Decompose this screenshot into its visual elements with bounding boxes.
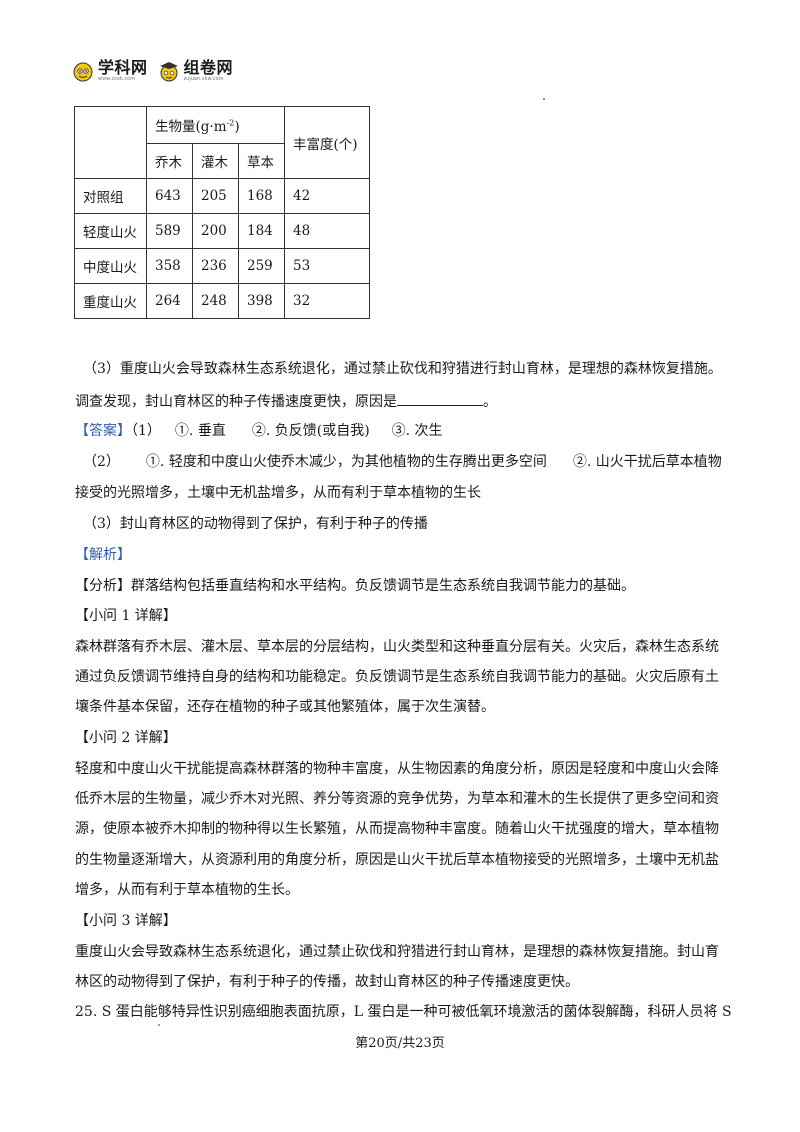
analysis-tag: 【解析】 — [75, 547, 131, 563]
graduate-mascot-icon — [159, 62, 178, 82]
cell: 42 — [284, 178, 370, 214]
q2-heading: 【小问 2 详解】 — [75, 730, 177, 746]
stray-mark — [158, 1024, 160, 1026]
richness-header: 丰富度(个) — [284, 106, 370, 179]
shrub-header: 灌木 — [192, 143, 239, 179]
q3-heading: 【小问 3 详解】 — [75, 913, 177, 929]
cell: 259 — [238, 248, 285, 284]
logo-url: www.zxxk.com — [98, 76, 136, 82]
q2-line: 的生物量逐渐增大，从资源利用的角度分析，原因是山火干扰后草本植物接受的光照增多，… — [75, 852, 719, 868]
next-question: 25. S 蛋白能够特异性识别癌细胞表面抗原，L 蛋白是一种可被低氧环境激活的菌… — [75, 1004, 732, 1020]
question-line-1: （3）重度山火会导致森林生态系统退化，通过禁止砍伐和狩猎进行封山育林，是理想的森… — [83, 361, 722, 377]
cell: 200 — [192, 213, 239, 249]
table-row: 中度山火 358 236 259 53 — [74, 248, 370, 284]
page-number: 第20页/共23页 — [355, 1036, 445, 1051]
cell: 168 — [238, 178, 285, 214]
answer-tag: 【答案】 — [75, 423, 131, 439]
tree-header: 乔木 — [146, 143, 193, 179]
table-row: 重度山火 264 248 398 32 — [74, 283, 370, 319]
row-label: 轻度山火 — [74, 213, 147, 249]
cell: 184 — [238, 213, 285, 249]
answer-line-3: 接受的光照增多，土壤中无机盐增多，从而有利于草本植物的生长 — [75, 485, 481, 501]
cell: 32 — [284, 283, 370, 319]
cell: 398 — [238, 283, 285, 319]
biomass-header: 生物量(g·m-2) — [146, 106, 285, 144]
cell: 236 — [192, 248, 239, 284]
stray-dot — [543, 98, 545, 100]
q1-line: 壤条件基本保留，还存在植物的种子或其他繁殖体，属于次生演替。 — [75, 699, 495, 715]
q3-line: 重度山火会导致森林生态系统退化，通过禁止砍伐和狩猎进行封山育林，是理想的森林恢复… — [75, 944, 719, 960]
q1-heading: 【小问 1 详解】 — [75, 608, 177, 624]
cell: 248 — [192, 283, 239, 319]
question-line-2: 调查发现，封山育林区的种子传播速度更快，原因是。 — [75, 391, 497, 412]
mascot-icon — [73, 62, 93, 82]
answer-line-4: （3）封山育林区的动物得到了保护，有利于种子的传播 — [83, 516, 428, 532]
answer-blank[interactable] — [397, 391, 483, 406]
logo-name: 学科网 — [98, 58, 148, 77]
cell: 643 — [146, 178, 193, 214]
header: 学科网 www.zxxk.com 组卷网 zujuan.xkw.com — [72, 60, 233, 82]
analysis-summary: 【分析】群落结构包括垂直结构和水平结构。负反馈调节是生态系统自我调节能力的基础。 — [75, 578, 635, 594]
logo-zujuanwang[interactable]: 组卷网 zujuan.xkw.com — [158, 60, 234, 82]
cell: 48 — [284, 213, 370, 249]
cell: 589 — [146, 213, 193, 249]
q2-line: 增多，从而有利于草本植物的生长。 — [75, 882, 299, 898]
herb-header: 草本 — [238, 143, 285, 179]
table-row: 对照组 643 205 168 42 — [74, 178, 370, 214]
logo-name: 组卷网 — [183, 58, 234, 77]
row-label: 重度山火 — [74, 283, 147, 319]
q1-line: 通过负反馈调节维持自身的结构和功能稳定。负反馈调节是生态系统自我调节能力的基础。… — [75, 669, 719, 685]
logo-xuekewang[interactable]: 学科网 www.zxxk.com — [72, 60, 148, 82]
cell: 264 — [146, 283, 193, 319]
table-row: 轻度山火 589 200 184 48 — [74, 213, 370, 249]
q2-line: 轻度和中度山火干扰能提高森林群落的物种丰富度，从生物因素的角度分析，原因是轻度和… — [75, 761, 719, 777]
q2-line: 低乔木层的生物量，减少乔木对光照、养分等资源的竞争优势，为草本和灌木的生长提供了… — [75, 791, 719, 807]
cell: 53 — [284, 248, 370, 284]
row-label: 中度山火 — [74, 248, 147, 284]
data-table: 生物量(g·m-2) 丰富度(个) 乔木 灌木 草本 对照组 643 205 1… — [74, 106, 370, 319]
q3-line: 林区的动物得到了保护，有利于种子的传播，故封山育林区的种子传播速度更快。 — [75, 974, 579, 990]
cell: 205 — [192, 178, 239, 214]
row-label: 对照组 — [74, 178, 147, 214]
table-corner — [74, 106, 147, 179]
logo-url: zujuan.xkw.com — [183, 76, 224, 82]
cell: 358 — [146, 248, 193, 284]
q2-line: 源，使原本被乔木抑制的物种得以生长繁殖，从而提高物种丰富度。随着山火干扰强度的增… — [75, 821, 719, 837]
q1-line: 森林群落有乔木层、灌木层、草本层的分层结构，山火类型和这种垂直分层有关。火灾后，… — [75, 639, 719, 655]
